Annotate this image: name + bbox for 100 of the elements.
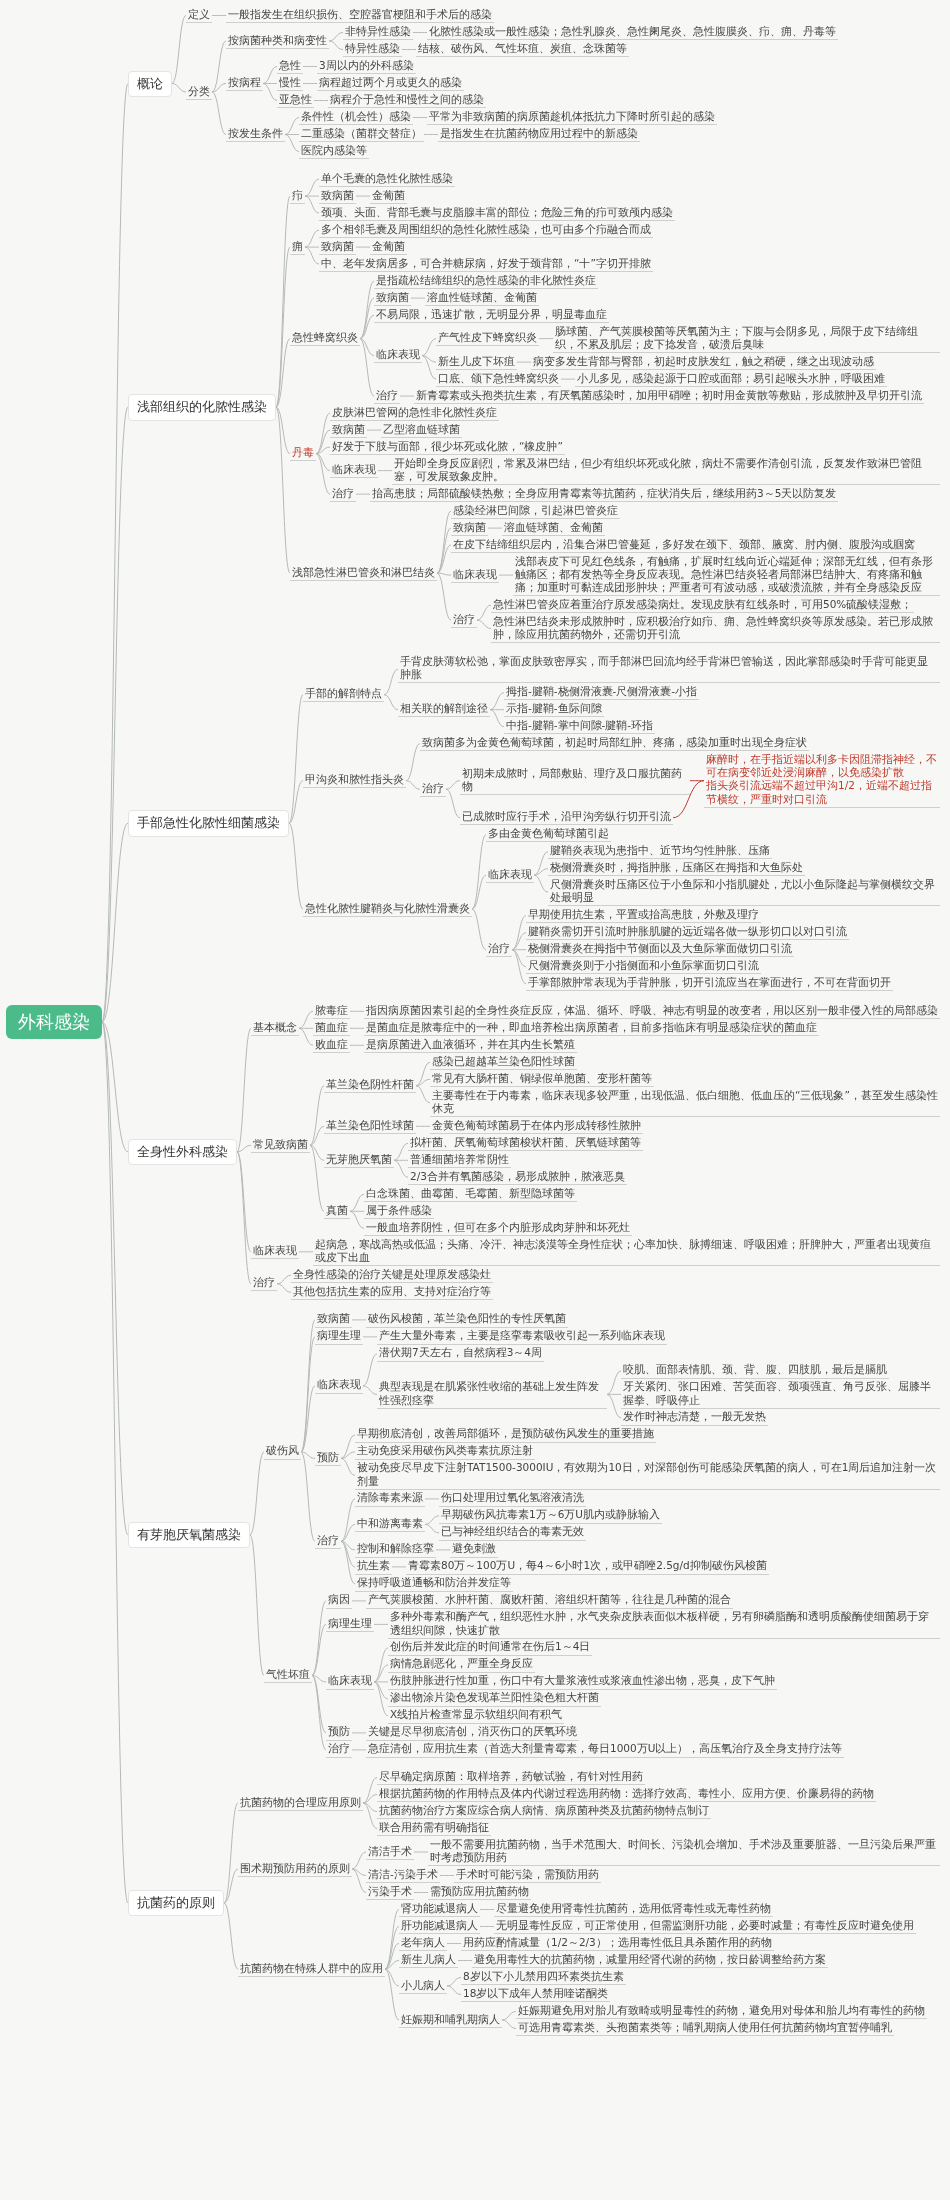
connector-line: [366, 429, 382, 431]
connector-line: [211, 83, 227, 93]
connector-line: [373, 1623, 389, 1625]
branch-label: 治疗: [486, 942, 512, 958]
connector-line: [349, 1027, 365, 1029]
branch-label: 疖: [290, 188, 305, 204]
branch-label: 治疗: [374, 388, 400, 404]
connector-line: [211, 15, 227, 16]
connector-line: [101, 1021, 129, 1153]
branch-label: 结核、破伤风、气性坏疽、炭疽、念珠菌等: [416, 42, 629, 58]
branch-label: 一般不需要用抗菌药物，当手术范围大、时间长、污染机会增加、手术涉及重要脏器、一旦污染后果严重时考虑预防用药: [428, 1838, 940, 1867]
branch-label: 被动免疫尽早皮下注射TAT1500-3000IU，有效期为10日，对深部创伤可能感染厌氧菌的病人，可在1周后追加注射一次剂量: [355, 1461, 940, 1490]
connector-line: [171, 83, 187, 93]
connector-line: [479, 1926, 495, 1927]
branch-label: 痈: [290, 239, 305, 255]
branch-label: 是指疏松结缔组织的急性感染的非化脓性炎症: [374, 273, 598, 289]
branch-label: 控制和解除痉挛: [355, 1542, 436, 1558]
branch-label: 医院内感染等: [299, 144, 369, 160]
connector-line: [284, 117, 300, 135]
connector-line: [511, 949, 527, 968]
connector-line: [351, 1600, 367, 1602]
branch-label: 感染经淋巴间隙，引起淋巴管炎症: [451, 503, 620, 519]
branch-label: 致病菌: [315, 1312, 352, 1328]
connector-line: [415, 1078, 431, 1087]
branch-label: 临床表现: [374, 348, 422, 364]
connector-line: [349, 1210, 365, 1229]
central-topic-box: 外科感染: [6, 1005, 102, 1040]
connector-line: [311, 1674, 327, 1683]
branch-label: 急性淋巴结炎未形成脓肿时，应积极治疗如疖、痈、急性蜂窝织炎等原发感染。若已形成脓肿，除应用抗菌药物外，还需切开引流: [491, 614, 940, 643]
connector-line: [275, 406, 291, 455]
connector-line: [533, 851, 549, 876]
branch-label: 亚急性: [277, 93, 314, 109]
branch-label: 发作时神志清楚，一般无发热: [621, 1410, 768, 1426]
connector-line: [300, 1451, 316, 1459]
connector-line: [439, 1875, 455, 1876]
connector-line: [249, 1451, 265, 1536]
connector-line: [393, 1142, 409, 1161]
branch-label: 新生儿皮下坏疽: [436, 354, 517, 370]
connector-line: [351, 1851, 367, 1870]
branch-label: 渗出物涂片染色发现革兰阳性染色粗大杆菌: [388, 1691, 601, 1707]
branch-label: 桡侧滑囊炎时，拇指肿胀，压痛区在拇指和大鱼际处: [548, 861, 805, 877]
branch-label: 治疗: [330, 486, 356, 502]
branch-label: 病因: [326, 1593, 352, 1609]
connector-line: [300, 1385, 316, 1453]
connector-line: [304, 246, 320, 265]
connector-line: [101, 1021, 129, 1536]
branch-label: 急性: [277, 59, 303, 75]
connector-line: [399, 395, 415, 397]
connector-line: [304, 246, 320, 248]
connector-line: [340, 1540, 356, 1551]
branch-label: 产气荚膜梭菌、水肿杆菌、腐败杆菌、溶组织杆菌等，往往是几种菌的混合: [366, 1593, 733, 1609]
connector-line: [362, 1336, 378, 1338]
branch-label: 肾功能减退病人: [399, 1902, 480, 1918]
connector-line: [349, 1044, 365, 1046]
connector-line: [311, 1674, 327, 1751]
branch-label: 治疗: [420, 781, 446, 797]
connector-line: [413, 1892, 429, 1893]
connector-line: [471, 874, 487, 910]
connector-line: [489, 709, 505, 711]
branch-label: 18岁以下成年人禁用喹诺酮类: [461, 1987, 611, 2003]
branch-label: 腱鞘炎表现为患指中、近节均匀性肿胀、压痛: [548, 844, 772, 860]
topic-box: 有芽胞厌氧菌感染: [128, 1521, 250, 1549]
branch-label: 尽量避免使用肾毒性抗菌药，选用低肾毒性或无毒性药物: [494, 1902, 773, 1918]
connector-line: [413, 1851, 429, 1853]
branch-label: 脓毒症: [313, 1003, 350, 1019]
connector-line: [501, 2011, 517, 2021]
connector-line: [359, 280, 375, 340]
connector-line: [262, 83, 278, 84]
branch-label: 致病菌: [451, 520, 488, 536]
branch-label: 可选用青霉素类、头孢菌素类等；哺乳期病人使用任何抗菌药物均宜暂停哺乳: [516, 2021, 894, 2037]
branch-label: 牙关紧闭、张口困难、苦笑面容、颈项强直、角弓反张、屈膝半握拳、呼吸停止: [621, 1380, 940, 1409]
connector-line: [479, 1909, 495, 1910]
connector-line: [415, 1085, 431, 1104]
connector-line: [304, 195, 320, 197]
connector-line: [315, 446, 331, 455]
branch-label: 肠球菌、产气荚膜梭菌等厌氧菌为主；下腹与会阴多见，局限于皮下结缔组织，不累及肌层；皮下捻发音，破溃后臭味: [553, 324, 940, 353]
branch-label: 根据抗菌药物的作用特点及体内代谢过程选用药物：选择疗效高、毒性小、应用方便、价廉易得的药物: [377, 1787, 876, 1803]
connector-line: [288, 694, 304, 824]
connector-line: [236, 1144, 252, 1153]
connector-line: [672, 780, 705, 819]
connector-line: [511, 932, 527, 951]
connector-line: [340, 1457, 356, 1476]
connector-line: [383, 694, 399, 711]
branch-label: 全身性感染的治疗关键是处理原发感染灶: [291, 1267, 493, 1283]
branch-label: 二重感染（菌群交替症）: [299, 127, 424, 143]
branch-label: 主动免疫采用破伤风类毒素抗原注射: [355, 1444, 535, 1460]
branch-label: 预防: [326, 1725, 352, 1741]
connector-line: [340, 1498, 356, 1542]
connector-line: [445, 780, 461, 790]
connector-line: [384, 1909, 400, 1970]
branch-label: 示指-腱鞘-鱼际间隙: [504, 702, 604, 718]
connector-line: [340, 1451, 356, 1459]
connector-line: [351, 1749, 367, 1751]
connector-line: [476, 619, 492, 630]
connector-line: [349, 1010, 365, 1012]
connector-line: [511, 949, 527, 985]
connector-line: [313, 100, 329, 101]
branch-label: 致病菌: [374, 290, 411, 306]
branch-label: 条件性（机会性）感染: [299, 110, 413, 126]
connector-line: [275, 406, 291, 574]
